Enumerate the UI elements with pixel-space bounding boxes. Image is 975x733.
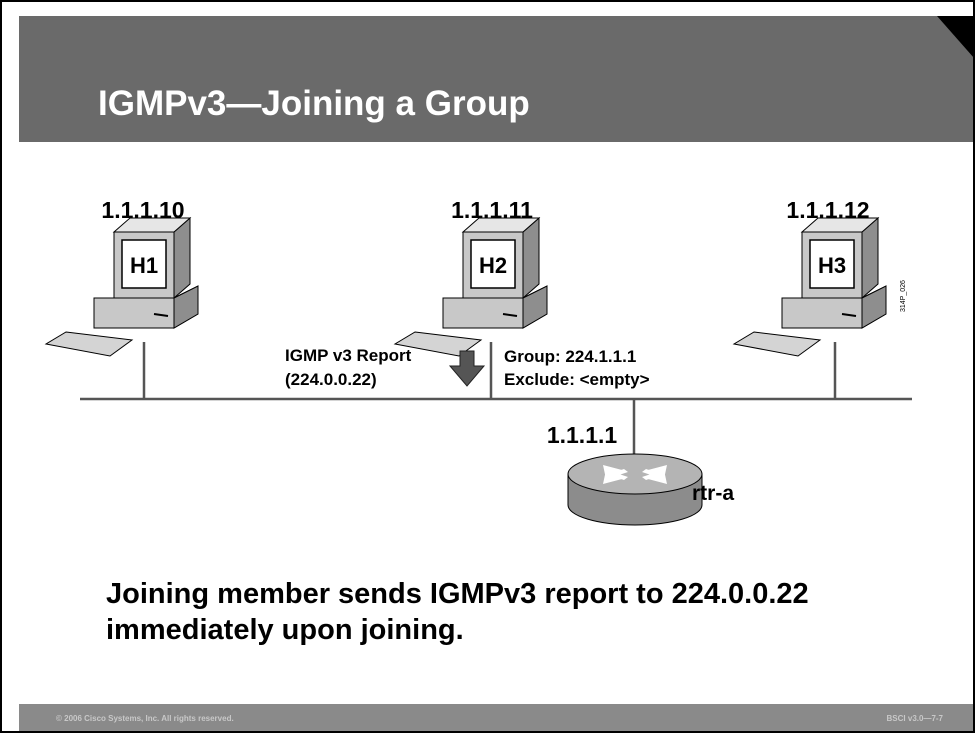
host-h1-computer-icon bbox=[45, 217, 199, 357]
caption: Joining member sends IGMPv3 report to 22… bbox=[106, 578, 809, 646]
figure-id: 314P_026 bbox=[900, 280, 907, 312]
copyright-text: © 2006 Cisco Systems, Inc. All rights re… bbox=[56, 714, 234, 723]
group-label: Group: 224.1.1.1 bbox=[504, 347, 636, 366]
down-arrow-icon bbox=[448, 350, 486, 387]
router-ip: 1.1.1.1 bbox=[547, 422, 618, 448]
router-icon bbox=[567, 453, 703, 526]
host-h2-ip: 1.1.1.11 bbox=[451, 197, 533, 223]
course-code: BSCI v3.0—7-7 bbox=[886, 714, 943, 723]
host-h1-ip: 1.1.1.10 bbox=[101, 197, 184, 223]
host-h1-name: H1 bbox=[130, 253, 158, 278]
host-h2-computer-icon bbox=[394, 217, 548, 357]
host-h3-computer-icon bbox=[733, 217, 887, 357]
router-name: rtr-a bbox=[692, 482, 734, 505]
slide-title: IGMPv3—Joining a Group bbox=[98, 84, 530, 123]
report-label-line1: IGMP v3 Report bbox=[285, 346, 412, 365]
host-h3-ip: 1.1.1.12 bbox=[786, 197, 869, 223]
title-bar bbox=[19, 16, 973, 142]
footer-bar bbox=[19, 704, 973, 731]
host-h3-name: H3 bbox=[818, 253, 846, 278]
exclude-label: Exclude: <empty> bbox=[504, 370, 650, 389]
corner-fold bbox=[937, 16, 973, 66]
host-h2-name: H2 bbox=[479, 253, 507, 278]
report-label-line2: (224.0.0.22) bbox=[285, 370, 377, 389]
